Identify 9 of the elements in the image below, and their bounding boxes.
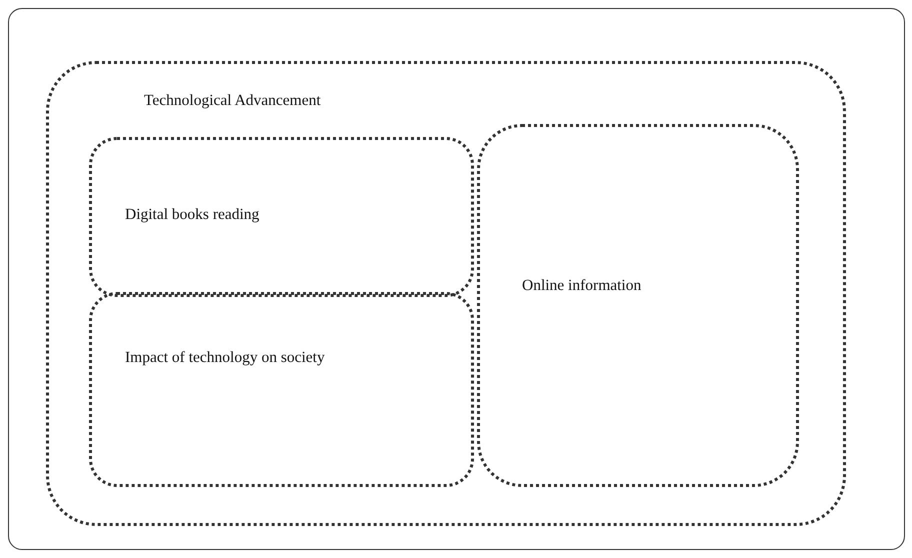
frame-box [8,8,905,550]
group-box [46,61,846,526]
box-label: Online information [522,277,642,295]
topic-box [89,292,474,487]
box-label: Digital books reading [125,206,260,224]
topic-box [477,124,799,487]
box-label: Technological Advancement [144,92,321,110]
box-label: Impact of technology on society [125,349,325,367]
topic-box [89,137,474,297]
